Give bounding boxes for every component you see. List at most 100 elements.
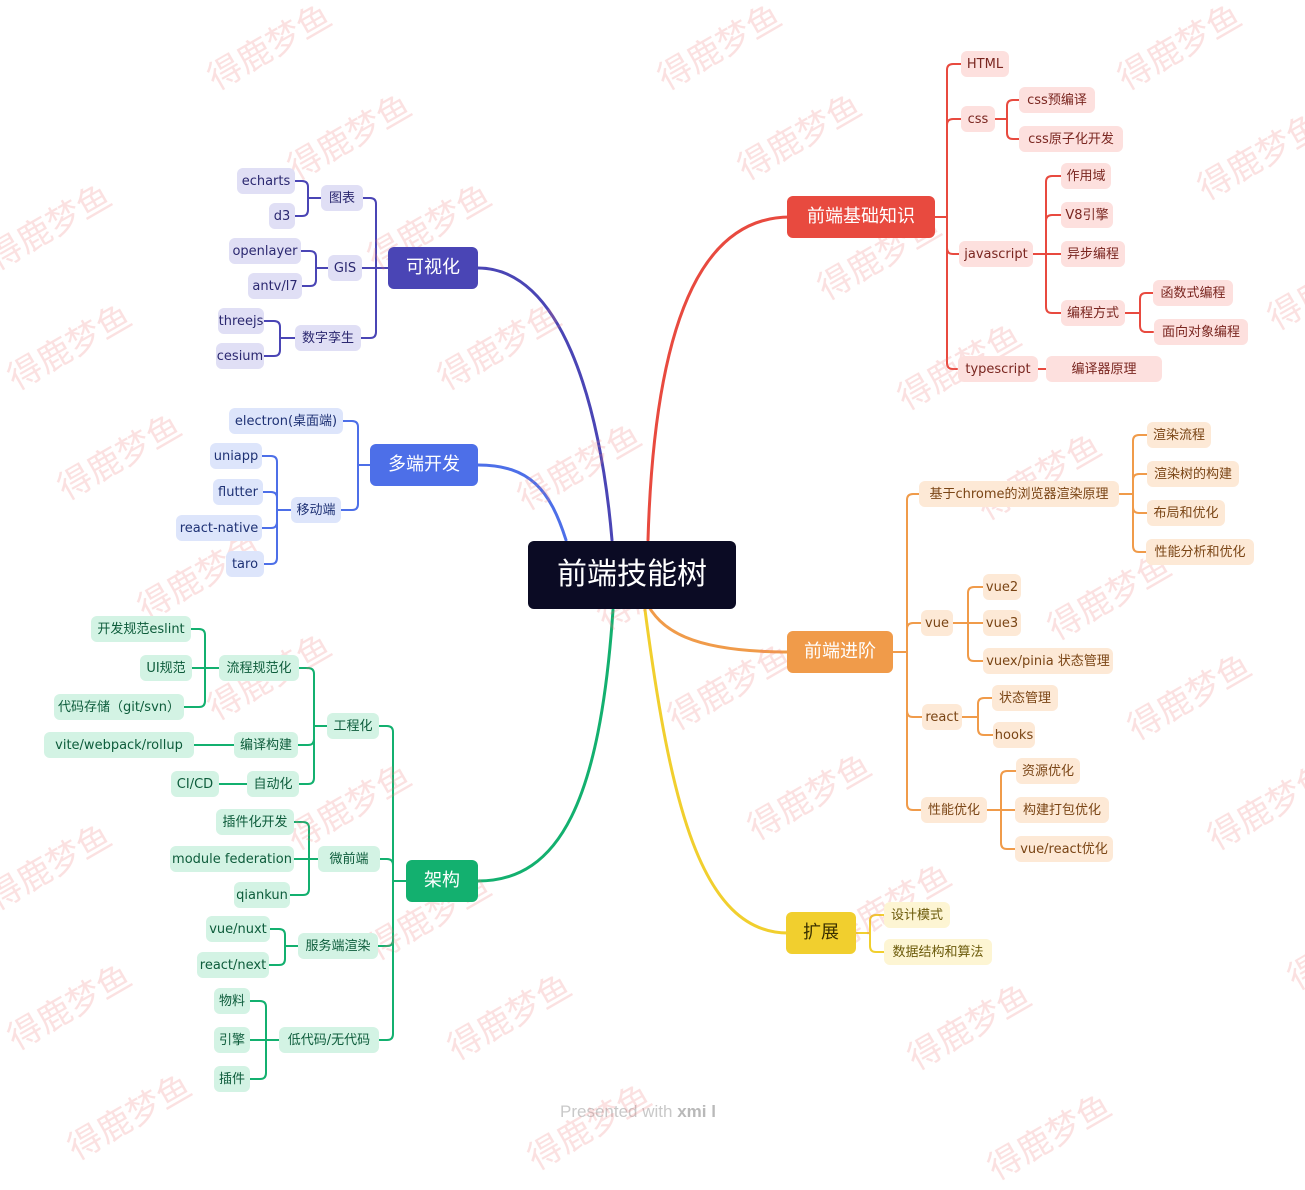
node-build-opt[interactable]: 构建打包优化 <box>1015 797 1109 823</box>
node-eslint[interactable]: 开发规范eslint <box>91 616 191 642</box>
connector-line <box>1139 312 1154 333</box>
node-uniapp[interactable]: uniapp <box>210 443 262 469</box>
node-plugin[interactable]: 插件 <box>214 1066 250 1092</box>
node-electron[interactable]: electron(桌面端) <box>229 408 343 434</box>
node-vue[interactable]: vue <box>921 610 953 636</box>
node-css-atomic[interactable]: css原子化开发 <box>1019 126 1123 152</box>
node-ssr[interactable]: 服务端渲染 <box>298 933 378 959</box>
node-engineering[interactable]: 工程化 <box>327 713 379 739</box>
connector-line <box>268 945 286 966</box>
connector-line <box>946 118 962 218</box>
connector-line <box>1132 473 1148 495</box>
node-build[interactable]: 编译构建 <box>234 732 298 758</box>
node-perf-opt[interactable]: 性能优化 <box>921 797 987 823</box>
node-automation[interactable]: 自动化 <box>247 771 299 797</box>
node-vue-nuxt[interactable]: vue/nuxt <box>206 916 270 942</box>
node-js-paradigm[interactable]: 编程方式 <box>1061 300 1125 326</box>
node-cesium[interactable]: cesium <box>216 343 264 369</box>
node-perf-analysis[interactable]: 性能分析和优化 <box>1146 539 1254 565</box>
node-mobile[interactable]: 移动端 <box>291 497 341 523</box>
node-chart[interactable]: 图表 <box>321 185 363 211</box>
node-dsa[interactable]: 数据结构和算法 <box>884 939 992 965</box>
node-process-standard[interactable]: 流程规范化 <box>219 655 299 681</box>
node-engine[interactable]: 引擎 <box>214 1027 250 1053</box>
node-render-flow[interactable]: 渲染流程 <box>1147 422 1211 448</box>
branch-extend[interactable]: 扩展 <box>786 912 856 954</box>
node-vuex-pinia[interactable]: vuex/pinia 状态管理 <box>983 648 1113 674</box>
branch-visualization[interactable]: 可视化 <box>388 247 478 289</box>
node-js-scope[interactable]: 作用域 <box>1061 163 1111 189</box>
node-react-state[interactable]: 状态管理 <box>992 685 1058 711</box>
connector-line <box>262 491 278 511</box>
node-ts-compiler[interactable]: 编译器原理 <box>1046 356 1162 382</box>
node-d3[interactable]: d3 <box>269 203 295 229</box>
node-bundlers[interactable]: vite/webpack/rollup <box>44 732 194 758</box>
node-hooks[interactable]: hooks <box>993 722 1035 748</box>
node-render-tree[interactable]: 渲染树的构建 <box>1147 461 1239 487</box>
connector-line <box>906 493 920 653</box>
node-browser-render[interactable]: 基于chrome的浏览器渲染原理 <box>919 481 1119 507</box>
node-digital-twin[interactable]: 数字孪生 <box>295 325 361 351</box>
connector-line <box>360 267 377 339</box>
node-module-federation[interactable]: module federation <box>170 846 294 872</box>
node-qiankun[interactable]: qiankun <box>234 882 290 908</box>
branch-basics[interactable]: 前端基础知识 <box>787 196 935 238</box>
node-js-v8[interactable]: V8引擎 <box>1061 202 1113 228</box>
node-layout-opt[interactable]: 布局和优化 <box>1147 500 1225 526</box>
branch-advanced[interactable]: 前端进阶 <box>787 631 893 673</box>
node-resource-opt[interactable]: 资源优化 <box>1016 758 1080 784</box>
connector-line <box>300 250 317 269</box>
connector-line <box>977 697 993 718</box>
connector-line <box>249 1039 267 1080</box>
node-css-preprocess[interactable]: css预编译 <box>1019 87 1095 113</box>
node-vue2[interactable]: vue2 <box>983 574 1021 600</box>
connector-lines <box>183 63 1154 1080</box>
node-js-async[interactable]: 异步编程 <box>1061 241 1125 267</box>
connector-line <box>342 420 359 466</box>
connector-line <box>1045 253 1062 314</box>
node-ui-spec[interactable]: UI规范 <box>140 655 192 681</box>
node-gis[interactable]: GIS <box>328 255 362 281</box>
connector-line <box>906 651 922 811</box>
node-echarts[interactable]: echarts <box>237 168 295 194</box>
connector-line <box>476 266 614 542</box>
root-topic[interactable]: 前端技能树 <box>528 541 736 609</box>
node-flutter[interactable]: flutter <box>213 479 263 505</box>
node-antv[interactable]: antv/l7 <box>248 273 302 299</box>
node-html[interactable]: HTML <box>961 51 1009 77</box>
node-vue3[interactable]: vue3 <box>983 610 1021 636</box>
connector-line <box>1132 493 1148 514</box>
node-material[interactable]: 物料 <box>214 988 250 1014</box>
connector-line <box>946 216 958 370</box>
node-taro[interactable]: taro <box>226 551 264 577</box>
node-plugin-dev[interactable]: 插件化开发 <box>216 809 294 835</box>
node-js-functional[interactable]: 函数式编程 <box>1153 280 1233 306</box>
connector-line <box>1045 214 1062 255</box>
node-css[interactable]: css <box>961 106 995 132</box>
connector-line <box>1000 770 1017 811</box>
connector-line <box>869 914 885 934</box>
node-threejs[interactable]: threejs <box>218 308 264 334</box>
connector-line <box>379 858 394 882</box>
branch-architecture[interactable]: 架构 <box>406 860 478 902</box>
node-vcs[interactable]: 代码存储（git/svn） <box>54 694 184 720</box>
node-framework-opt[interactable]: vue/react优化 <box>1015 836 1113 862</box>
connector-line <box>476 463 568 542</box>
node-typescript[interactable]: typescript <box>958 356 1038 382</box>
node-micro-frontend[interactable]: 微前端 <box>318 846 380 872</box>
node-cicd[interactable]: CI/CD <box>171 771 219 797</box>
connector-line <box>261 455 278 511</box>
node-react[interactable]: react <box>922 704 962 730</box>
connector-line <box>263 509 278 565</box>
connector-line <box>1006 99 1020 120</box>
node-react-next[interactable]: react/next <box>197 952 269 978</box>
connector-line <box>967 586 984 624</box>
node-js-oop[interactable]: 面向对象编程 <box>1154 319 1248 345</box>
node-react-native[interactable]: react-native <box>176 515 262 541</box>
connector-line <box>643 598 792 654</box>
branch-multiplatform[interactable]: 多端开发 <box>370 444 478 486</box>
node-openlayer[interactable]: openlayer <box>229 238 301 264</box>
node-javascript[interactable]: javascript <box>959 241 1033 267</box>
node-lowcode[interactable]: 低代码/无代码 <box>279 1027 379 1053</box>
node-design-patterns[interactable]: 设计模式 <box>884 902 950 928</box>
